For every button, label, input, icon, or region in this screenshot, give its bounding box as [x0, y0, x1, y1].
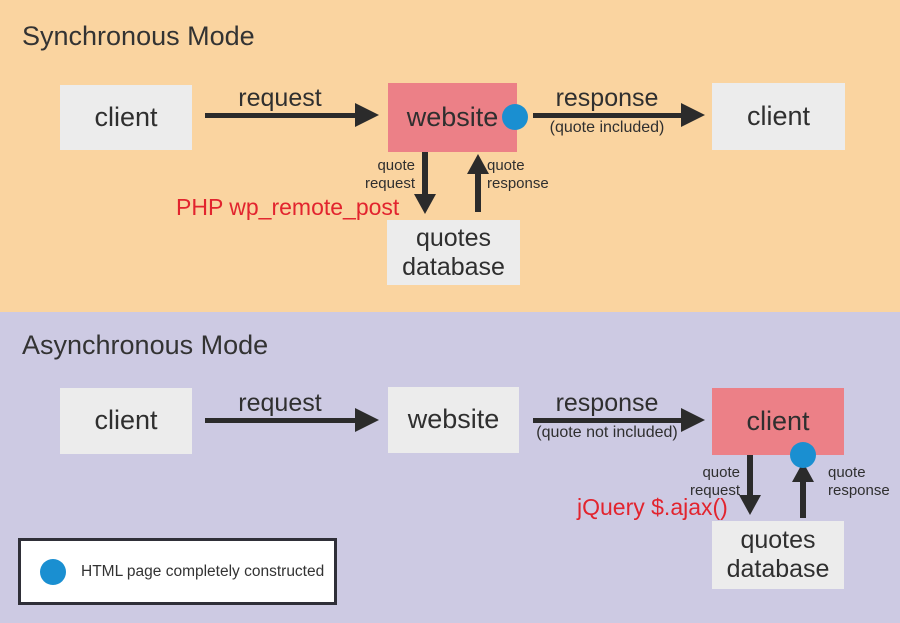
sync-quotes-database-box: quotes database	[387, 220, 520, 285]
async-client-right-box: client	[712, 388, 844, 455]
async-quote-request-arrowhead-icon	[739, 495, 761, 515]
sync-quote-request-arrowhead-icon	[414, 194, 436, 214]
sync-api-label: PHP wp_remote_post	[176, 194, 400, 220]
sync-page-constructed-dot-icon	[502, 104, 528, 130]
sync-response-arrow-shaft	[533, 113, 681, 118]
async-quote-response-arrow-shaft	[800, 482, 806, 518]
sync-request-arrow-shaft	[205, 113, 357, 118]
legend-box: HTML page completely constructed	[18, 538, 337, 605]
sync-quote-request-arrow-shaft	[422, 152, 428, 194]
sync-client-left-box: client	[60, 85, 192, 150]
async-website-label: website	[407, 404, 500, 435]
async-page-constructed-dot-icon	[790, 442, 816, 468]
async-api-label: jQuery $.ajax()	[577, 494, 728, 520]
sync-client-left-label: client	[94, 101, 158, 132]
async-client-right-label: client	[746, 405, 810, 436]
sync-quote-request-label: quote request	[364, 157, 415, 192]
sync-client-right-label: client	[746, 100, 811, 131]
sync-response-label: response	[555, 84, 659, 112]
async-website-box: website	[388, 387, 519, 453]
async-response-arrow-shaft	[533, 418, 681, 423]
sync-quote-response-arrowhead-icon	[467, 154, 489, 174]
async-quote-request-label: quote request	[689, 464, 740, 499]
sync-client-right-box: client	[712, 83, 845, 150]
sync-request-label: request	[238, 84, 322, 112]
legend-dot-icon	[40, 559, 66, 585]
async-quote-request-arrow-shaft	[747, 455, 753, 495]
async-client-left-box: client	[60, 388, 192, 454]
sync-website-label: website	[406, 101, 499, 132]
sync-response-arrowhead-icon	[681, 103, 705, 127]
sync-quote-response-label: quote response	[487, 157, 549, 192]
legend-label: HTML page completely constructed	[81, 562, 325, 580]
async-request-label: request	[238, 389, 322, 417]
sync-quote-response-arrow-shaft	[475, 174, 481, 212]
async-quotes-database-box: quotes database	[712, 521, 844, 589]
async-request-arrow-shaft	[205, 418, 357, 423]
sync-website-box: website	[388, 83, 517, 152]
async-response-note: (quote not included)	[536, 424, 678, 441]
async-response-arrowhead-icon	[681, 408, 705, 432]
sync-request-arrowhead-icon	[355, 103, 379, 127]
async-response-label: response	[555, 389, 659, 417]
async-request-arrowhead-icon	[355, 408, 379, 432]
sync-response-note: (quote included)	[549, 119, 665, 136]
async-quote-response-label: quote response	[828, 464, 890, 499]
asynchronous-title: Asynchronous Mode	[22, 330, 269, 360]
synchronous-title: Synchronous Mode	[22, 21, 255, 51]
async-client-left-label: client	[94, 405, 158, 436]
